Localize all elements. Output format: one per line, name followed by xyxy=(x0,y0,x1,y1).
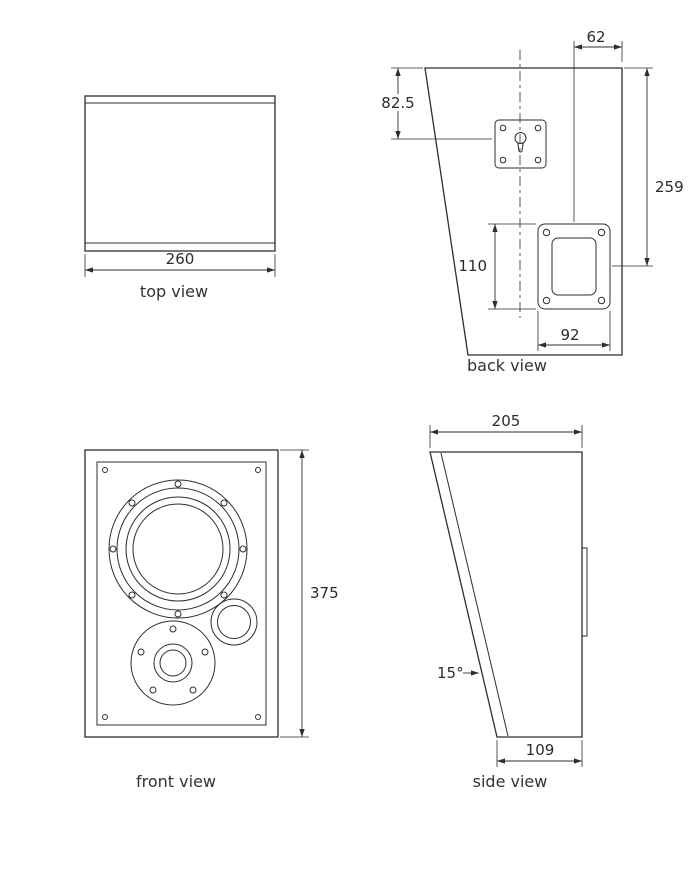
back-view: 62 82.5 259 110 92 back view xyxy=(377,28,684,375)
dim-cup-offset: 62 xyxy=(573,28,623,222)
screw-icon xyxy=(255,714,261,720)
angle-annotation: 15° xyxy=(437,664,479,682)
tweeter xyxy=(130,620,216,706)
port xyxy=(210,598,258,646)
screw-icon xyxy=(174,610,182,618)
screw-icon xyxy=(220,499,228,507)
screw-icon xyxy=(109,545,117,553)
front-view-label: front view xyxy=(136,772,216,791)
dim-cup-offset-value: 62 xyxy=(586,28,605,46)
screw-icon xyxy=(169,625,177,633)
dim-side-top-depth: 205 xyxy=(429,412,583,448)
side-view-label: side view xyxy=(473,772,548,791)
keyhole-mount-plate xyxy=(494,119,547,169)
dim-cup-center-from-top-value: 259 xyxy=(655,178,684,196)
dim-front-height-value: 375 xyxy=(310,584,339,602)
side-view-panel-thickness-line xyxy=(440,452,509,737)
woofer xyxy=(108,479,248,619)
dim-front-height: 375 xyxy=(280,449,339,738)
screw-icon xyxy=(201,648,209,656)
dim-keyhole-from-top-value: 82.5 xyxy=(381,94,414,112)
screw-icon xyxy=(499,124,507,132)
dim-cup-center-from-top: 259 xyxy=(612,67,684,267)
dim-side-bottom-depth: 109 xyxy=(496,740,583,767)
front-view-outline xyxy=(84,449,279,738)
screw-icon xyxy=(137,648,145,656)
dim-side-bottom-depth-value: 109 xyxy=(526,741,555,759)
screw-icon xyxy=(239,545,247,553)
screw-icon xyxy=(128,591,136,599)
screw-icon xyxy=(220,591,228,599)
side-view-mount-bump xyxy=(582,547,588,637)
dim-keyhole-from-top: 82.5 xyxy=(377,67,492,140)
angle-value: 15° xyxy=(437,664,464,682)
screw-icon xyxy=(102,467,108,473)
back-view-label: back view xyxy=(467,356,547,375)
dim-side-top-depth-value: 205 xyxy=(492,412,521,430)
dim-top-width-value: 260 xyxy=(166,250,195,268)
top-view-outline xyxy=(84,95,276,252)
front-baffle xyxy=(96,461,267,726)
screw-icon xyxy=(128,499,136,507)
back-view-outline xyxy=(424,67,623,356)
side-view: 205 109 15° side view xyxy=(429,412,588,791)
screw-icon xyxy=(534,156,542,164)
top-view: 260 top view xyxy=(84,95,276,301)
screw-icon xyxy=(189,686,197,694)
screw-icon xyxy=(255,467,261,473)
dim-cup-width: 92 xyxy=(537,311,611,351)
screw-icon xyxy=(102,714,108,720)
terminal-cup xyxy=(537,223,611,310)
screw-icon xyxy=(597,228,606,237)
screw-icon xyxy=(499,156,507,164)
dim-cup-width-value: 92 xyxy=(560,326,579,344)
screw-icon xyxy=(597,296,606,305)
front-view: 375 front view xyxy=(84,449,339,791)
dim-top-width: 260 xyxy=(84,250,276,277)
side-view-outline xyxy=(429,451,583,738)
screw-icon xyxy=(149,686,157,694)
dim-cup-height: 110 xyxy=(458,223,536,310)
screw-icon xyxy=(174,480,182,488)
top-view-label: top view xyxy=(140,282,208,301)
screw-icon xyxy=(542,296,551,305)
keyhole-slot xyxy=(517,142,524,153)
keyhole-circle xyxy=(514,132,527,144)
screw-icon xyxy=(534,124,542,132)
dim-cup-height-value: 110 xyxy=(458,257,487,275)
screw-icon xyxy=(542,228,551,237)
